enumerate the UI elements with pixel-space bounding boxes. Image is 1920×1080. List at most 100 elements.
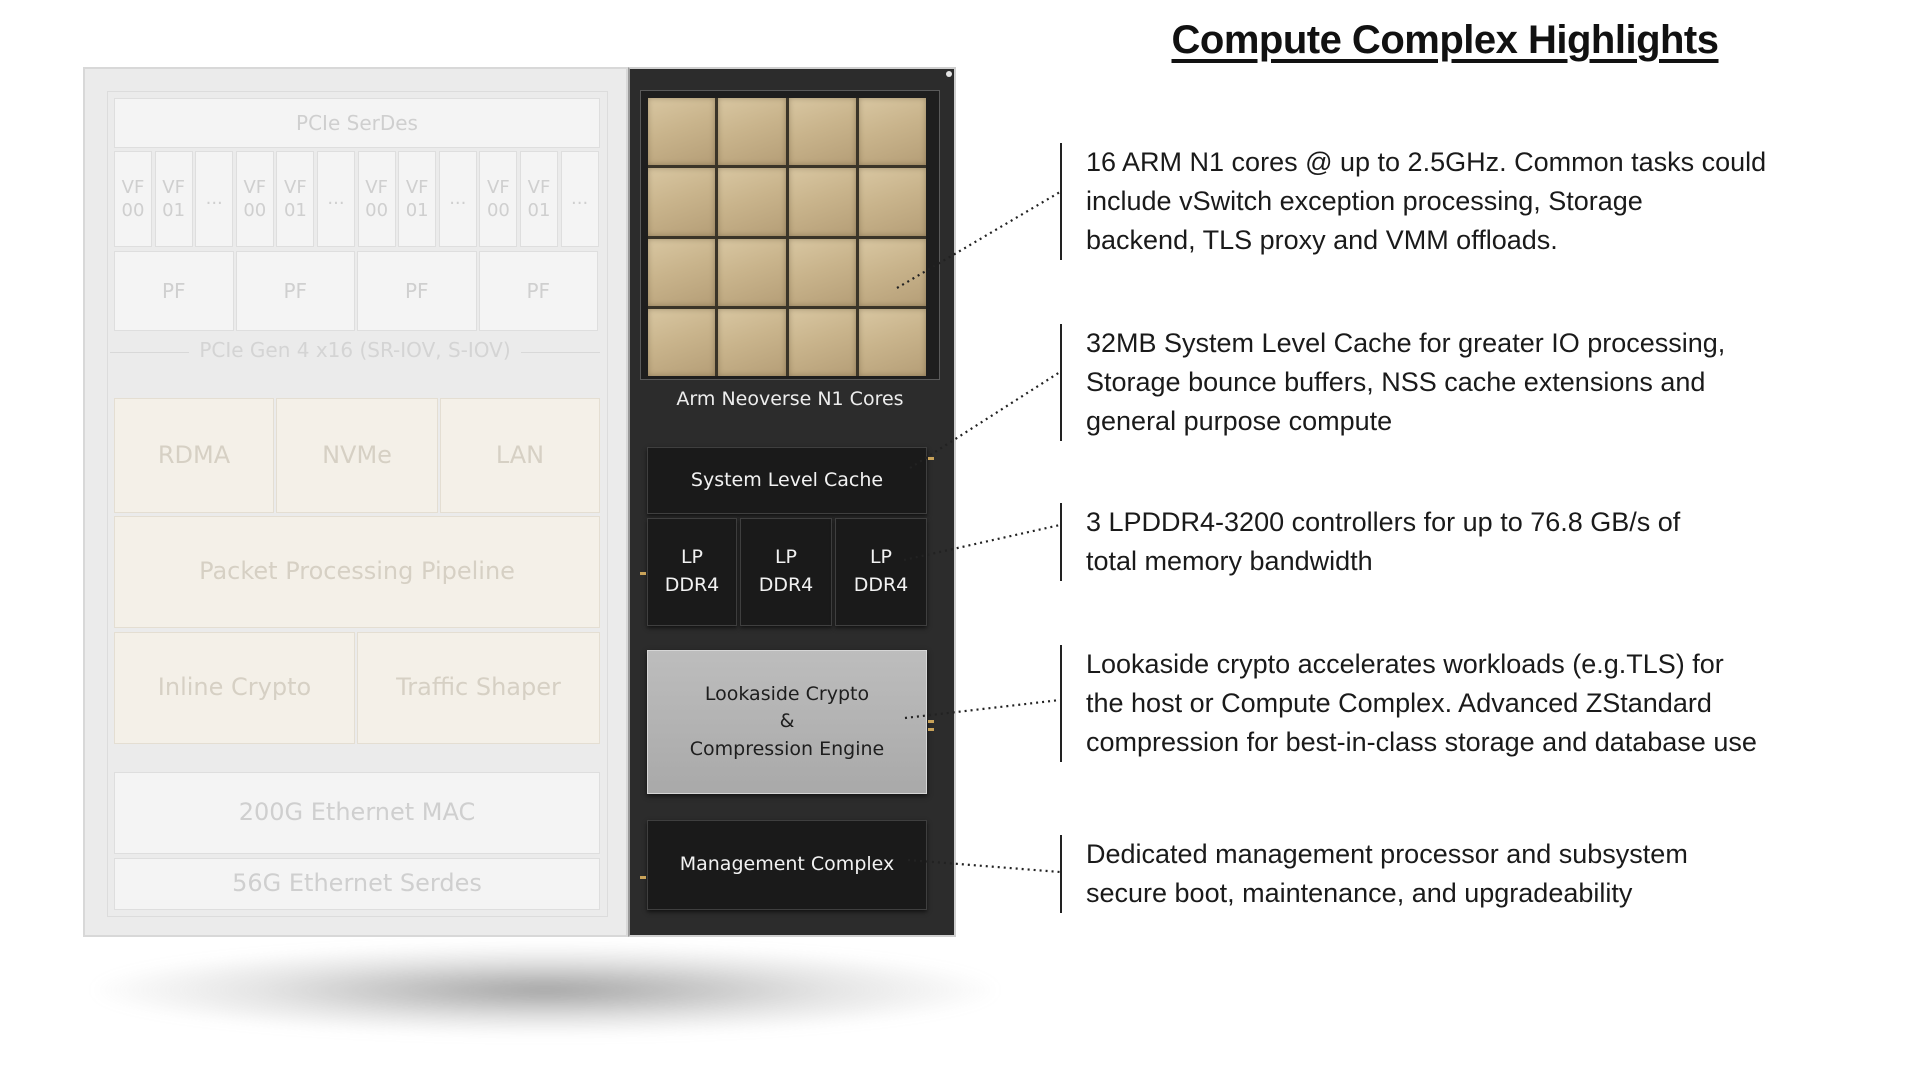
rdma-label: RDMA (157, 440, 231, 469)
vf-cell: ... (560, 151, 599, 247)
highlight-cache-line1: 32MB System Level Cache for greater IO p… (1086, 328, 1726, 358)
highlight-crypto-line3: compression for best-in-class storage an… (1086, 727, 1757, 757)
chip-shadow (95, 945, 995, 1035)
vf-cell-line1: ... (449, 188, 467, 210)
traffic-shaper-label: Traffic Shaper (396, 673, 561, 702)
arm-core (648, 238, 716, 306)
arm-core (788, 308, 856, 376)
pin-marker (640, 876, 646, 879)
vf-cell-line1: VF (243, 176, 267, 198)
ddr-2-line2: DDR4 (758, 574, 814, 596)
highlight-cache-line2: Storage bounce buffers, NSS cache extens… (1086, 367, 1706, 397)
pf-cell: PF (114, 251, 234, 331)
pcie-serdes-label: PCIe SerDes (296, 111, 418, 135)
vf-cell-line1: VF (487, 176, 510, 198)
pin-marker (640, 572, 646, 575)
ddr-3-line2: DDR4 (853, 574, 909, 596)
highlight-cores-line2: include vSwitch exception processing, St… (1086, 186, 1643, 216)
vf-cell-line1: ... (571, 188, 589, 210)
vf-cell: ... (438, 151, 477, 247)
lan-block: LAN (440, 398, 600, 513)
vf-cell-line1: VF (162, 176, 185, 198)
ethernet-serdes-block: 56G Ethernet Serdes (114, 858, 600, 910)
arm-core (718, 238, 786, 306)
vf-cell-line2: 00 (486, 200, 510, 221)
system-level-cache-block: System Level Cache (647, 447, 927, 514)
vf-cell-line2: 01 (283, 200, 307, 221)
arm-core (858, 168, 926, 236)
vf-cell-line2: 01 (405, 200, 429, 221)
core-grid (648, 98, 926, 376)
lpddr4-block-3: LP DDR4 (835, 518, 927, 626)
vf-cell-line2: 01 (527, 200, 551, 221)
io-inner-frame (107, 91, 608, 917)
highlight-management: Dedicated management processor and subsy… (1060, 835, 1688, 913)
ddr-2-line1: LP (774, 546, 798, 569)
pf-cell: PF (235, 251, 355, 331)
vf-cell-line2: 01 (162, 200, 186, 221)
cores-label-text: Arm Neoverse N1 Cores (676, 388, 904, 410)
vf-cell-line2: 00 (121, 200, 145, 221)
highlight-cores: 16 ARM N1 cores @ up to 2.5GHz. Common t… (1060, 143, 1766, 260)
pcie-gen-text: PCIe Gen 4 x16 (SR-IOV, S-IOV) (189, 338, 521, 362)
highlight-memory: 3 LPDDR4-3200 controllers for up to 76.8… (1060, 503, 1680, 581)
cores-label: Arm Neoverse N1 Cores (640, 388, 940, 410)
vf-cell-line1: VF (527, 176, 551, 198)
arm-core (858, 238, 926, 306)
highlight-crypto: Lookaside crypto accelerates workloads (… (1060, 645, 1757, 762)
ddr-1-line1: LP (680, 546, 704, 569)
arm-core (718, 98, 786, 166)
arm-core (718, 168, 786, 236)
vf-cell: ... (195, 151, 234, 247)
highlight-memory-line1: 3 LPDDR4-3200 controllers for up to 76.8… (1086, 507, 1681, 537)
packet-pipeline-label: Packet Processing Pipeline (199, 557, 515, 586)
arm-core (788, 168, 856, 236)
pf-label: PF (283, 279, 308, 303)
management-complex-block: Management Complex (647, 820, 927, 910)
arm-core (718, 308, 786, 376)
pin-marker (928, 720, 934, 723)
arm-core (858, 308, 926, 376)
arm-core (788, 238, 856, 306)
ddr-1-line2: DDR4 (664, 574, 720, 596)
packet-pipeline-block: Packet Processing Pipeline (114, 516, 600, 628)
vf-cell-line1: ... (327, 188, 345, 210)
highlight-cores-line3: backend, TLS proxy and VMM offloads. (1086, 225, 1558, 255)
ethernet-serdes-label: 56G Ethernet Serdes (232, 869, 482, 898)
vf-cell-line1: ... (205, 188, 223, 210)
lookaside-line1: Lookaside Crypto (704, 682, 870, 705)
pf-label: PF (404, 279, 429, 303)
arm-core (788, 98, 856, 166)
highlight-crypto-line1: Lookaside crypto accelerates workloads (… (1086, 649, 1724, 679)
vf-cell: ... (317, 151, 355, 247)
lookaside-line3: Compression Engine (689, 737, 885, 760)
inline-crypto-label: Inline Crypto (157, 673, 312, 702)
pin-marker (928, 728, 934, 731)
highlight-cores-line1: 16 ARM N1 cores @ up to 2.5GHz. Common t… (1086, 147, 1767, 177)
page-title: Compute Complex Highlights (1171, 18, 1720, 62)
lookaside-crypto-block: Lookaside Crypto & Compression Engine (647, 650, 927, 794)
lpddr4-block-1: LP DDR4 (647, 518, 737, 626)
vf-cell-line2: 00 (365, 200, 389, 221)
arm-core (648, 98, 716, 166)
rdma-block: RDMA (114, 398, 274, 513)
highlight-cache-line3: general purpose compute (1086, 406, 1393, 436)
arm-core (858, 98, 926, 166)
pcie-serdes-block: PCIe SerDes (114, 98, 600, 148)
traffic-shaper-block: Traffic Shaper (357, 632, 600, 744)
nvme-label: NVMe (322, 440, 392, 469)
vf-cell-line1: VF (405, 176, 429, 198)
vf-cell-line1: VF (121, 176, 145, 198)
inline-crypto-block: Inline Crypto (114, 632, 355, 744)
corner-marker (946, 71, 952, 77)
arm-core (648, 168, 716, 236)
vf-cell-line1: VF (365, 176, 388, 198)
